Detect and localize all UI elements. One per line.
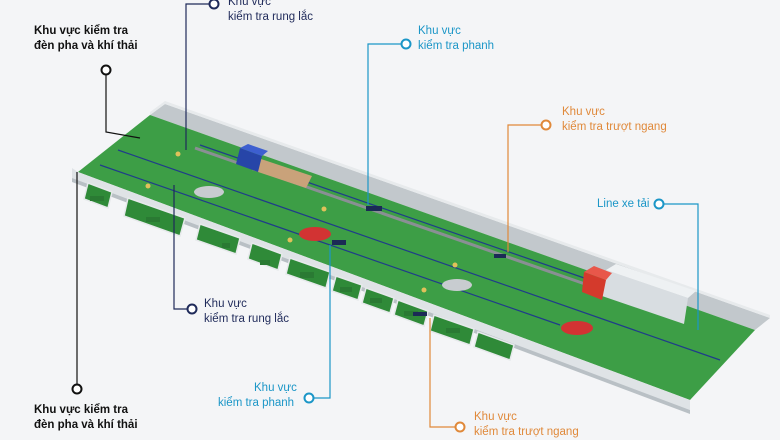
callout-line2: kiểm tra rung lắc (204, 313, 290, 325)
callout-line2: đèn pha và khí thải (34, 419, 138, 431)
callout-line1: Khu vực (562, 106, 605, 118)
worker-2 (145, 183, 151, 189)
callout-shake-top: Khu vực kiểm tra rung lắc (228, 0, 313, 25)
worker-3 (321, 206, 327, 212)
booth-tag-2 (146, 217, 160, 222)
front-ledge (72, 168, 690, 410)
booth-tag-6 (340, 287, 352, 292)
worker-5 (421, 287, 427, 293)
leader-headlight-top (105, 70, 141, 139)
callout-dot-icon (100, 64, 112, 76)
worker-1 (175, 151, 181, 157)
booth-tag-3 (222, 243, 230, 248)
cars (194, 186, 593, 335)
box-truck (582, 264, 696, 324)
callout-dot-icon (653, 198, 665, 210)
booth-4 (247, 242, 283, 271)
station-floor (78, 115, 755, 400)
callout-dot-icon (400, 38, 412, 50)
worker-6 (452, 262, 458, 268)
callout-slide-bottom: Khu vực kiểm tra trượt ngang (474, 410, 579, 440)
callout-shake-bottom: Khu vực kiểm tra rung lắc (204, 297, 289, 327)
truck-trailer (602, 270, 688, 324)
callout-line2: kiểm tra rung lắc (228, 11, 314, 23)
workers (145, 151, 458, 293)
callout-line2: đèn pha và khí thải (34, 40, 138, 52)
callout-dot-icon (303, 392, 315, 404)
callout-line1: Khu vực (204, 298, 247, 310)
test-plates (332, 206, 506, 316)
callout-line2: kiểm tra trượt ngang (474, 426, 579, 438)
truck-cab (582, 272, 606, 300)
callout-truck-line: Line xe tải (597, 197, 649, 212)
car-red-1 (299, 227, 331, 241)
leader-slide-bottom (429, 318, 460, 428)
callout-brake-bottom: Khu vực kiểm tra phanh (218, 381, 297, 411)
booth-row (83, 182, 515, 361)
leader-shake-bottom (173, 185, 192, 310)
callout-line2: kiểm tra trượt ngang (562, 121, 667, 133)
callout-brake-top: Khu vực kiểm tra phanh (418, 24, 494, 54)
booth-10 (473, 331, 515, 361)
flatbed-deck (252, 158, 312, 188)
callout-line1: Khu vực (254, 382, 297, 394)
booth-tag-7 (370, 298, 382, 303)
callout-dot-icon (540, 119, 552, 131)
leader-shake-top (185, 3, 212, 150)
lane-line-1 (117, 149, 721, 361)
callout-dot-icon (186, 303, 198, 315)
booth-tags (90, 196, 460, 333)
callout-slide-top: Khu vực kiểm tra trượt ngang (562, 105, 667, 135)
booth-tag-9 (446, 328, 460, 333)
booth-tag-1 (90, 196, 104, 201)
callout-headlight-top: Khu vực kiểm tra đèn pha và khí thải (34, 24, 138, 54)
flatbed-cab-top (240, 144, 268, 156)
truck-trailer-top (606, 264, 696, 298)
leader-brake-top (367, 43, 405, 205)
callout-line2: kiểm tra phanh (218, 397, 295, 409)
flatbed-cab (236, 148, 262, 172)
slide-plate-bottom (413, 312, 427, 316)
callout-line1: Line xe tải (597, 198, 650, 210)
callout-line1: Khu vực kiểm tra (34, 404, 128, 416)
callout-line1: Khu vực (474, 411, 517, 423)
callout-headlight-bottom: Khu vực kiểm tra đèn pha và khí thải (34, 403, 138, 433)
brake-plate-top (366, 206, 382, 211)
booth-tag-5 (300, 272, 314, 278)
brake-plate-bottom (332, 240, 346, 245)
slide-plate-top (494, 254, 506, 258)
callout-dot-icon (454, 421, 466, 433)
car-silver-2 (442, 279, 472, 291)
booth-tag-8 (404, 311, 418, 316)
car-red-2 (561, 321, 593, 335)
leader-brake-bottom (310, 245, 331, 399)
flatbed-truck (236, 144, 312, 188)
car-silver-1 (194, 186, 224, 198)
truck-cab-top (584, 266, 612, 280)
callout-dot-icon (71, 383, 83, 395)
booth-tag-4 (260, 260, 270, 265)
callout-line1: Khu vực kiểm tra (34, 25, 128, 37)
callout-line1: Khu vực (228, 0, 271, 8)
callout-line2: kiểm tra phanh (418, 40, 495, 52)
leader-truck-line (660, 203, 699, 330)
callout-dot-icon (208, 0, 220, 10)
booth-1 (83, 182, 113, 209)
leader-slide-top (507, 124, 545, 252)
callout-line1: Khu vực (418, 25, 461, 37)
worker-4 (287, 237, 293, 243)
